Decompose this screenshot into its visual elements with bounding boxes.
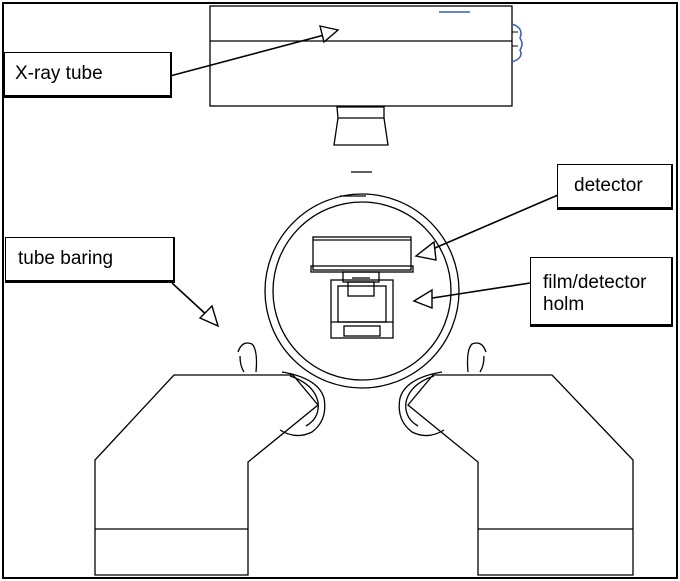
callout-arrows — [169, 25, 559, 328]
detector-unit — [310, 236, 414, 297]
gantry-ring — [264, 193, 460, 389]
film-detector-holm-label: film/detector holm — [530, 257, 673, 327]
tube-bearing-label: tube baring — [5, 237, 175, 283]
housing-knobs — [511, 23, 523, 63]
xray-tube-housing — [209, 5, 513, 107]
film-detector-label-line2: holm — [543, 294, 585, 315]
collimator — [333, 106, 389, 197]
right-tube-bearing — [398, 342, 487, 437]
left-tube-bearing — [237, 342, 326, 437]
xray-tube-label: X-ray tube — [4, 52, 172, 98]
detector-label: detector — [557, 164, 673, 210]
tube-bearing-label-text: tube baring — [18, 248, 114, 269]
right-base — [407, 374, 634, 576]
left-base — [94, 374, 319, 576]
film-detector-label-line1: film/detector — [543, 272, 647, 293]
detector-label-text: detector — [574, 175, 643, 196]
xray-tube-label-text: X-ray tube — [15, 63, 103, 84]
film-detector-holm — [330, 279, 394, 339]
